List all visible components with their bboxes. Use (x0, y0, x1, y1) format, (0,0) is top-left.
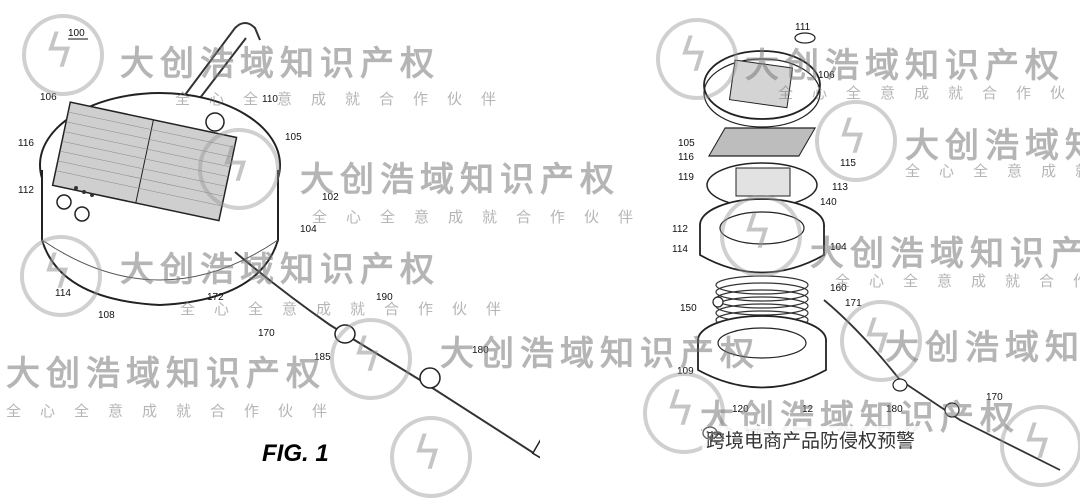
ref-12: 12 (802, 404, 814, 415)
ref-180: 180 (472, 345, 489, 356)
ref-114: 114 (672, 244, 688, 255)
ref-172: 172 (207, 292, 224, 303)
ref-150: 150 (680, 303, 697, 314)
wechat-bubble-icon (702, 426, 724, 443)
ref-171: 171 (845, 298, 862, 309)
ref-112: 112 (18, 185, 34, 196)
ref-116: 116 (678, 152, 694, 163)
ref-170: 170 (986, 392, 1003, 403)
ref-185: 185 (314, 352, 331, 363)
ref-110: 110 (262, 94, 278, 105)
ref-114: 114 (55, 288, 71, 299)
ref-113: 113 (832, 182, 848, 193)
exploded-view-panel: 111 106 105 116 119 112 114 113 140 115 … (540, 0, 1080, 493)
ref-170: 170 (258, 328, 275, 339)
lantern-drawing: 100 106 110 116 105 112 102 104 108 172 … (18, 22, 540, 472)
ref-140: 140 (820, 197, 837, 208)
ref-102: 102 (322, 192, 339, 203)
ref-106: 106 (818, 70, 835, 81)
ref-115: 115 (840, 158, 856, 169)
figure-label: FIG. 1 (262, 440, 329, 467)
exploded-drawing: 111 106 105 116 119 112 114 113 140 115 … (672, 22, 1061, 471)
source-caption: 跨境电商产品防侵权预警 (702, 426, 920, 453)
ref-180: 180 (886, 404, 903, 415)
ref-106: 106 (40, 92, 57, 103)
ref-105: 105 (678, 138, 695, 149)
figure-1-panel: 100 106 110 116 105 112 102 104 108 172 … (0, 0, 540, 493)
ref-104: 104 (300, 224, 317, 235)
ref-111: 111 (795, 22, 811, 33)
ref-190: 190 (376, 292, 393, 303)
ref-119: 119 (678, 172, 694, 183)
ref-100: 100 (68, 28, 85, 39)
ref-112: 112 (672, 224, 688, 235)
ref-160: 160 (830, 283, 847, 294)
ref-105: 105 (285, 132, 302, 143)
ref-120: 120 (732, 404, 749, 415)
ref-108: 108 (98, 310, 115, 321)
ref-104: 104 (830, 242, 847, 253)
ref-116: 116 (18, 138, 34, 149)
caption-text: 跨境电商产品防侵权预警 (706, 430, 916, 452)
ref-109: 109 (677, 366, 694, 377)
